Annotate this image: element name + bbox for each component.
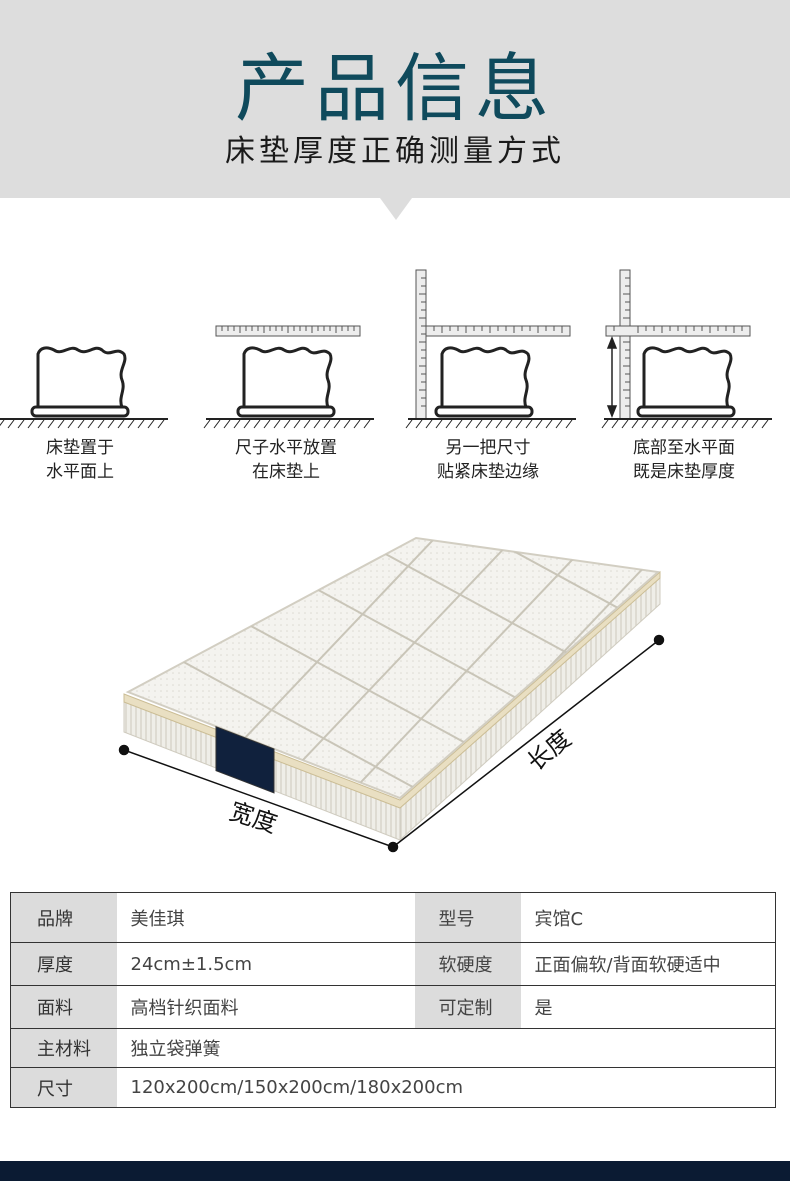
step-3-caption-line1: 另一把尺寸 (445, 438, 531, 458)
spec-value: 独立袋弹簧 (116, 1028, 776, 1068)
spec-value: 宾馆C (534, 908, 584, 930)
step-1-caption-line2: 水平面上 (46, 462, 114, 482)
spec-label: 主材料 (10, 1028, 117, 1068)
step-3-caption-line2: 贴紧床垫边缘 (437, 462, 539, 482)
brand-label-tag (215, 725, 275, 794)
spec-label: 面料 (10, 985, 117, 1029)
page-subtitle: 床垫厚度正确测量方式 (225, 134, 565, 169)
spec-value: 120x200cm/150x200cm/180x200cm (116, 1067, 776, 1108)
mattress-product-image: 宽度 长度 (118, 536, 665, 853)
spec-label: 品牌 (10, 892, 117, 943)
vertical-ruler-diagram (405, 269, 576, 429)
product-spec-table: 品牌 美佳琪 型号 宾馆C 厚度 24cm±1.5cm 软硬度 正面偏软/背面软… (10, 892, 776, 1108)
spec-row: 尺寸 120x200cm/150x200cm/180x200cm (10, 1067, 776, 1108)
length-label: 长度 (522, 724, 577, 776)
spec-row: 面料 高档针织面料 可定制 是 (10, 985, 776, 1029)
spec-value: 美佳琪 (130, 908, 185, 930)
footer-bar (0, 1161, 790, 1181)
header-banner: 产品信息 床垫厚度正确测量方式 (0, 0, 790, 198)
spec-value: 正面偏软/背面软硬适中 (520, 942, 776, 986)
horizontal-ruler-diagram (203, 325, 374, 429)
step-4-caption-line1: 底部至水平面 (633, 438, 735, 458)
measure-step-4: 底部至水平面 既是床垫厚度 (596, 262, 772, 492)
measure-step-3: 另一把尺寸 贴紧床垫边缘 (400, 262, 576, 492)
spec-label: 尺寸 (10, 1067, 117, 1108)
step-4-caption-line2: 既是床垫厚度 (633, 462, 735, 482)
step-1-caption-line1: 床垫置于 (46, 438, 114, 458)
spec-value: 24cm±1.5cm (116, 942, 415, 986)
header-pointer-arrow (380, 198, 412, 220)
spec-value: 是 (520, 985, 776, 1029)
spec-value: 高档针织面料 (116, 985, 415, 1029)
spec-label: 厚度 (10, 942, 117, 986)
thickness-measure-diagram (601, 269, 772, 429)
spec-row: 厚度 24cm±1.5cm 软硬度 正面偏软/背面软硬适中 (10, 942, 776, 986)
spec-label: 软硬度 (414, 942, 521, 986)
mattress-on-floor-diagram (0, 346, 168, 429)
spec-row: 品牌 美佳琪 型号 宾馆C (10, 892, 776, 943)
measure-step-1: 床垫置于 水平面上 (0, 262, 168, 492)
measure-step-2: 尺子水平放置 在床垫上 (198, 262, 374, 492)
spec-label: 型号 (414, 892, 521, 943)
spec-row: 主材料 独立袋弹簧 (10, 1028, 776, 1068)
spec-label: 可定制 (414, 985, 521, 1029)
step-2-caption-line2: 在床垫上 (252, 462, 320, 482)
page-title: 产品信息 (235, 46, 555, 132)
step-2-caption-line1: 尺子水平放置 (235, 438, 337, 458)
